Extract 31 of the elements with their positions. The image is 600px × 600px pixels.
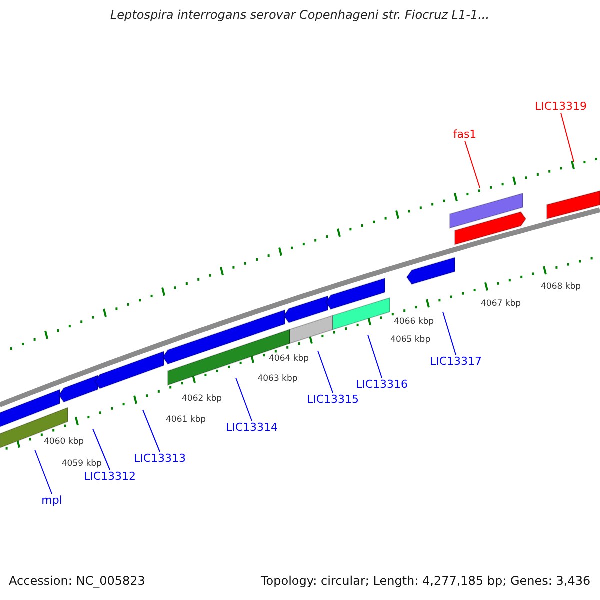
scale-label: 4066 kbp (394, 317, 434, 328)
gene-label: LIC13316 (356, 378, 408, 391)
scale-label: 4065 kbp (390, 335, 431, 346)
leader-line (318, 350, 334, 394)
leader-line (368, 334, 382, 378)
leader-line (464, 140, 480, 188)
accession-text: Accession: NC_005823 (9, 574, 146, 589)
scale-label: 4067 kbp (481, 299, 522, 310)
gene-label: LIC13312 (84, 470, 136, 483)
leader-line (92, 428, 110, 470)
gene-label: LIC13313 (134, 452, 186, 465)
genome-info-text: Topology: circular; Length: 4,277,185 bp; Genes: 3,436 (261, 574, 591, 589)
gene-label: fas1 (453, 128, 477, 141)
scale-label: 4062 kbp (182, 394, 222, 405)
scale-label: 4059 kbp (62, 459, 102, 470)
gene-label: LIC13317 (430, 355, 482, 368)
leader-line (442, 312, 456, 356)
leader-line (142, 410, 160, 452)
title: Leptospira interrogans serovar Copenhageni str. Fiocruz L1-1... (110, 8, 490, 22)
gene-label: mpl (42, 494, 62, 507)
leader-line (236, 378, 252, 422)
gene-label: LIC13319 (534, 100, 588, 113)
leader-line (560, 112, 574, 162)
scale-label: 4060 kbp (44, 437, 84, 448)
gene-label: LIC13314 (226, 421, 278, 434)
scale-label: 4068 kbp (541, 282, 582, 293)
gene-label: LIC13315 (306, 393, 360, 406)
leader-line (34, 450, 52, 494)
scale-label: 4063 kbp (258, 374, 298, 385)
scale-label: 4061 kbp (166, 415, 206, 426)
scale-label: 4064 kbp (269, 354, 310, 365)
